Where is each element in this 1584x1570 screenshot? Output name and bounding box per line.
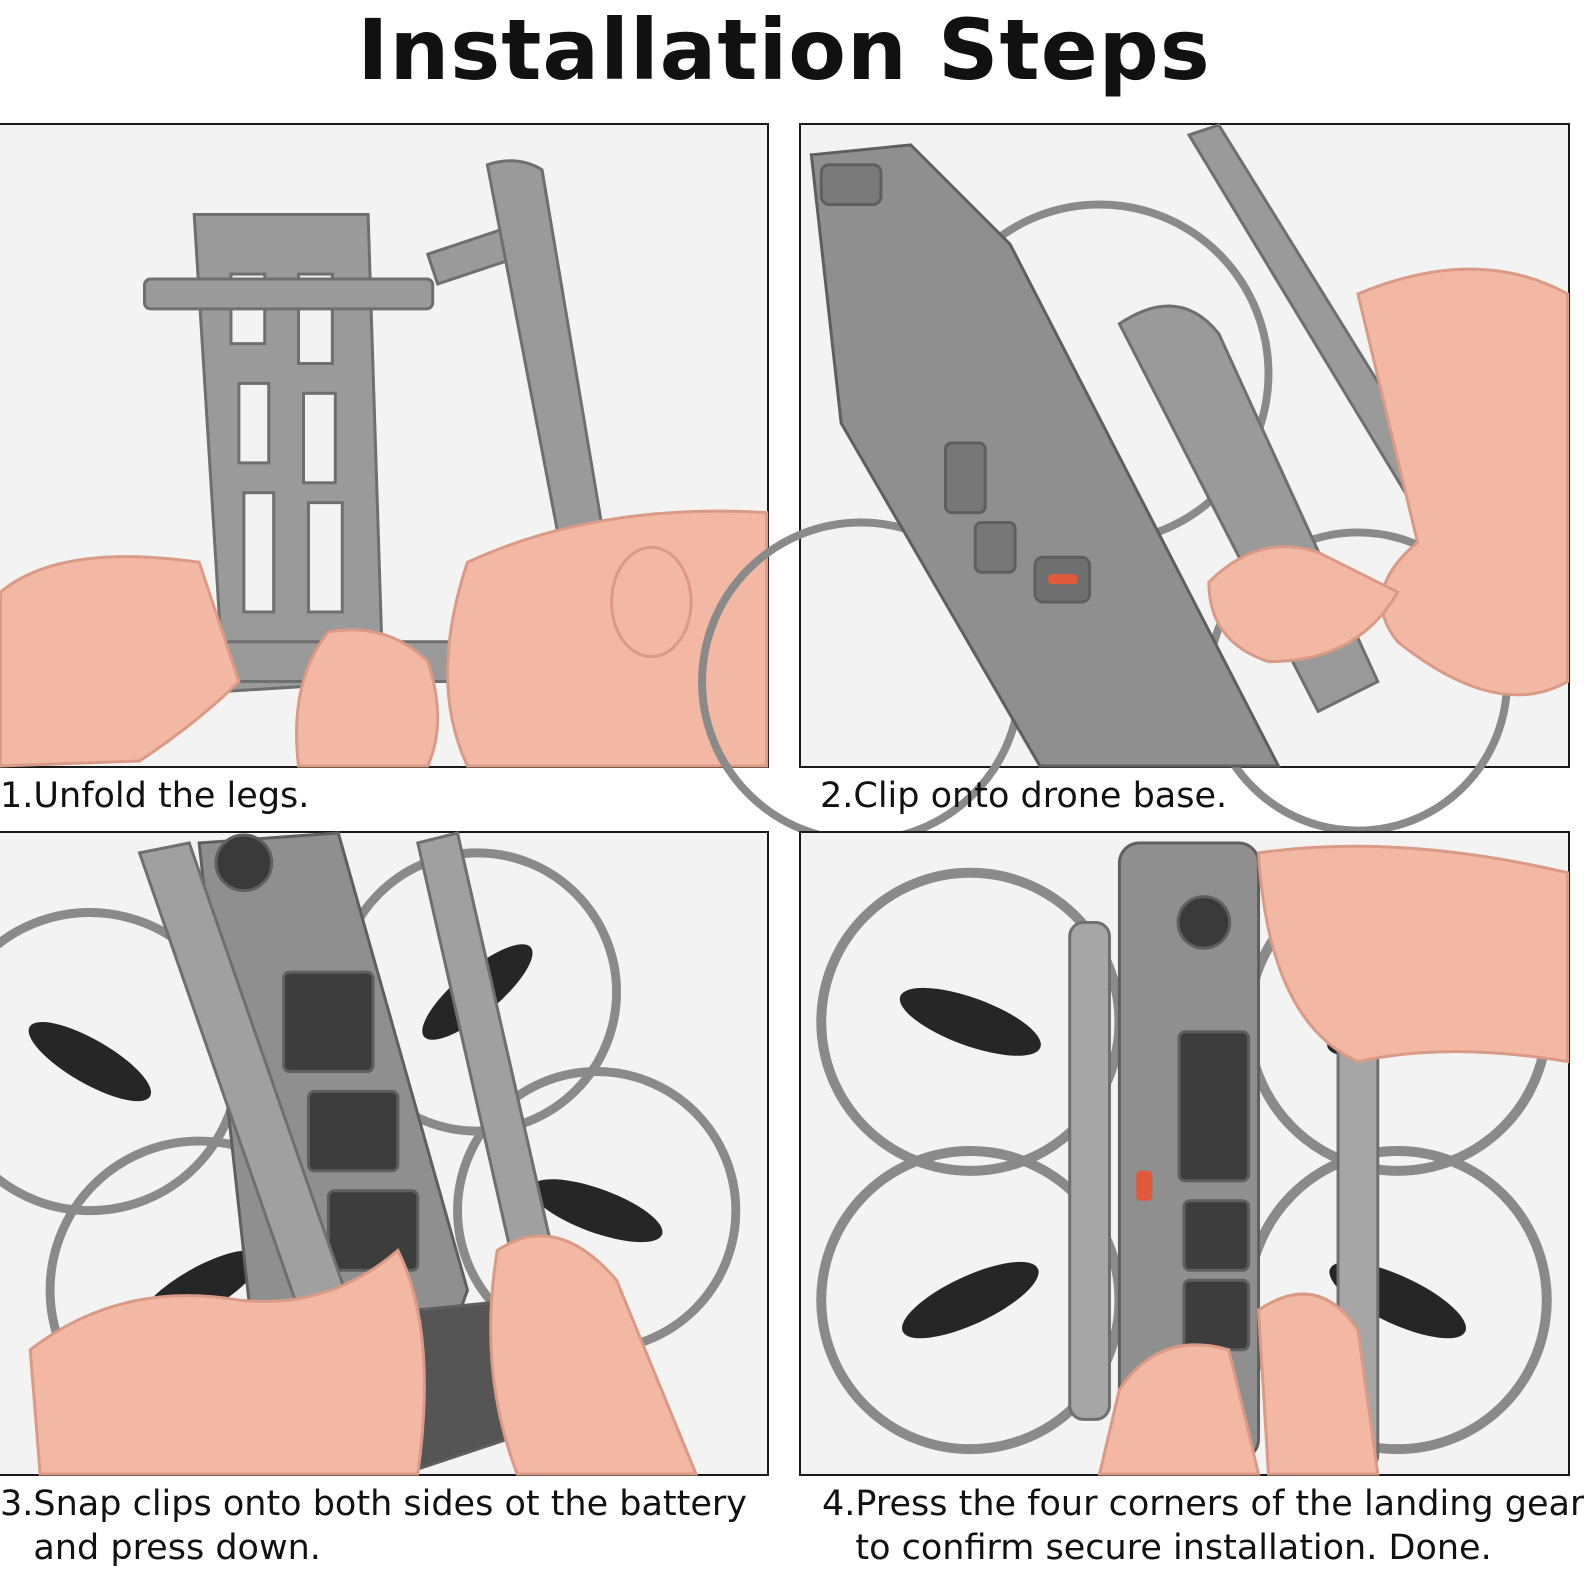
hands <box>0 509 769 768</box>
step-4-photo <box>799 831 1570 1476</box>
step-3-caption: 3.Snap clips onto both sides ot the batt… <box>0 1484 748 1568</box>
step-1-illustration <box>0 125 769 768</box>
step-3-photo <box>0 831 769 1476</box>
hands <box>1097 844 1570 1476</box>
page-title: Installation Steps <box>357 1 1211 99</box>
step-2-illustration <box>698 123 1570 845</box>
step-1-caption: 1.Unfold the legs. <box>0 776 310 816</box>
hands <box>28 1234 699 1476</box>
hand <box>1207 267 1570 697</box>
step-2-caption: 2.Clip onto drone base. <box>820 776 1228 816</box>
step-4-caption: 4.Press the four corners of the landing … <box>822 1484 1584 1568</box>
step-4-illustration <box>801 833 1570 1476</box>
step-3-illustration <box>0 831 767 1476</box>
step-2-photo <box>698 123 1570 845</box>
step-1-photo <box>0 123 769 768</box>
drone-body <box>809 143 1281 768</box>
